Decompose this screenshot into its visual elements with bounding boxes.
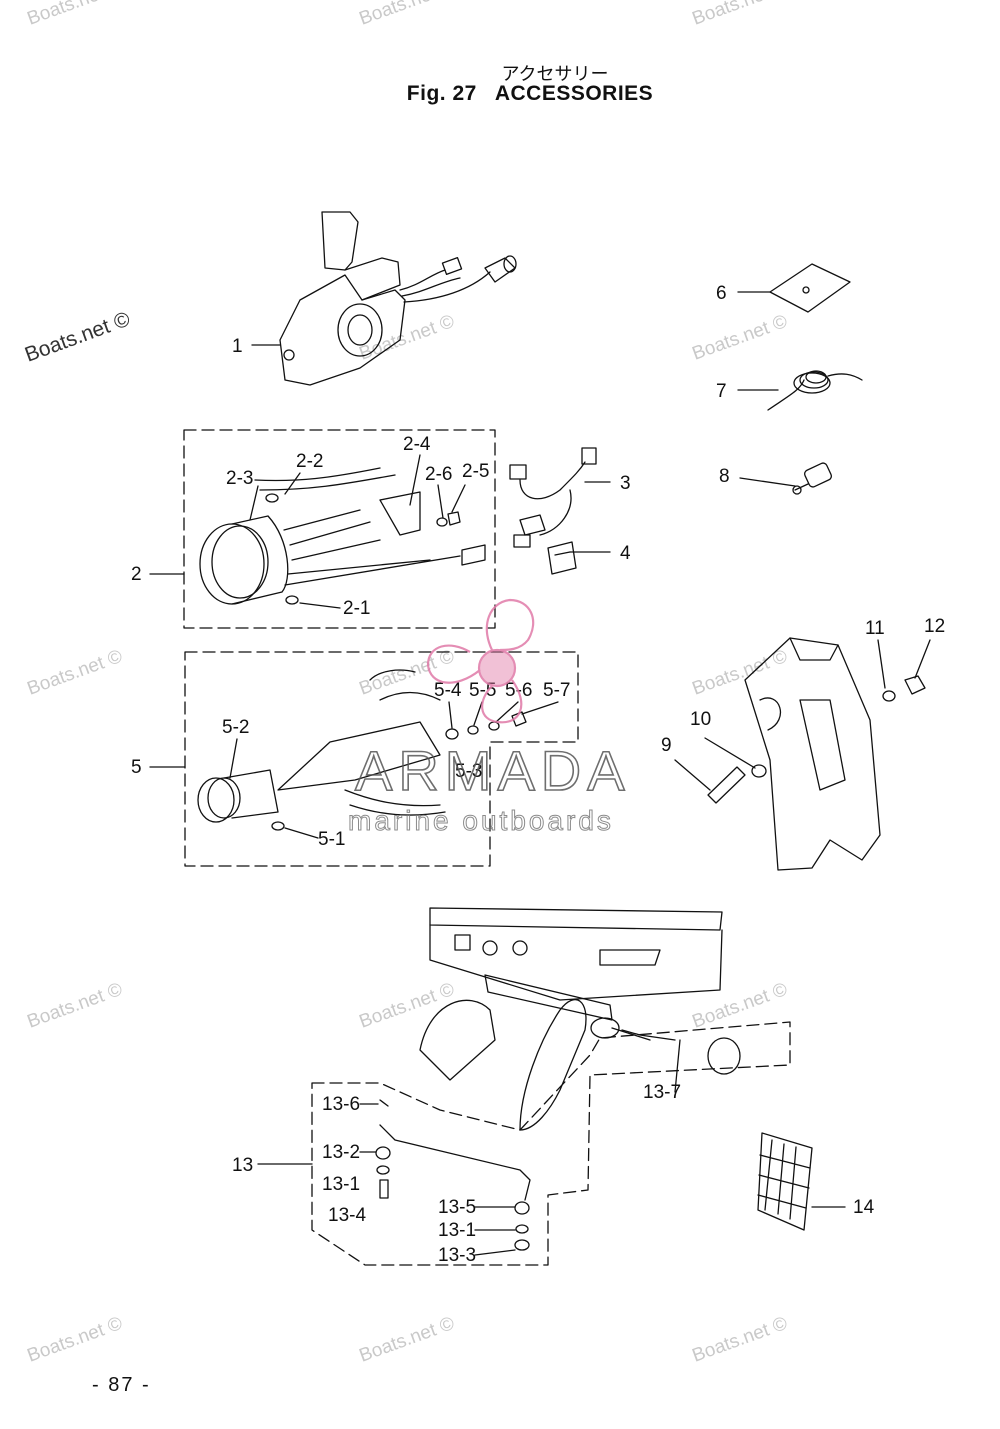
- callout-13-4: 13-4: [328, 1205, 366, 1226]
- callout-2-3: 2-3: [226, 468, 253, 489]
- watermark-boats: Boats.net ©: [690, 0, 791, 30]
- watermark-boats: Boats.net ©: [690, 646, 791, 700]
- hour-meter-kit: [197, 669, 527, 831]
- tachometer-kit: [199, 467, 486, 605]
- callout-5-7: 5-7: [543, 680, 570, 701]
- callout-2-5: 2-5: [462, 461, 489, 482]
- caution-label-part-14: [757, 1132, 813, 1231]
- watermark-boats: Boats.net ©: [357, 1313, 458, 1367]
- figure-name: ACCESSORIES: [494, 82, 654, 105]
- callout-13-6: 13-6: [322, 1094, 360, 1115]
- callout-9: 9: [661, 735, 672, 756]
- callout-13-2: 13-2: [322, 1142, 360, 1163]
- callout-1: 1: [232, 336, 243, 357]
- callout-2-1: 2-1: [343, 598, 370, 619]
- watermark-boats: Boats.net ©: [357, 0, 458, 30]
- callout-10: 10: [690, 709, 711, 730]
- callout-labels: 1 2 2-1 2-2 2-3 2-4 2-5 2-6 3 4 5 5-1 5-…: [131, 283, 945, 1266]
- armada-logo-watermark: ARMADA marine outboards: [348, 598, 631, 837]
- figure-title-japanese: アクセサリー: [501, 64, 609, 84]
- part-7-coil-wire: [767, 370, 863, 411]
- watermark-grid: Boats.net © Boats.net © Boats.net © Boat…: [22, 0, 790, 1367]
- figure-number: Fig. 27: [406, 82, 477, 105]
- armada-logo-text: ARMADA: [355, 739, 631, 802]
- callout-13-7: 13-7: [643, 1082, 681, 1103]
- leader-lines: [149, 291, 931, 1256]
- watermark-boats: Boats.net ©: [357, 311, 458, 365]
- figure-title: Fig. 27 ACCESSORIES: [380, 82, 680, 106]
- callout-5-3: 5-3: [455, 761, 482, 782]
- watermark-boats: Boats.net ©: [25, 646, 126, 700]
- watermark-boats: Boats.net ©: [25, 1313, 126, 1367]
- callout-5-4: 5-4: [434, 680, 462, 701]
- callout-2-4: 2-4: [403, 434, 431, 455]
- callout-13-5: 13-5: [438, 1197, 476, 1218]
- watermark-boats: Boats.net ©: [690, 979, 791, 1033]
- callout-5: 5: [131, 757, 142, 778]
- callout-11: 11: [865, 618, 885, 639]
- clip-part-4: [547, 541, 577, 575]
- callout-6: 6: [716, 283, 727, 304]
- watermark-boats: Boats.net ©: [690, 1313, 791, 1367]
- harness-part-3: [509, 447, 597, 548]
- watermark-boats: Boats.net ©: [690, 311, 791, 365]
- callout-3: 3: [620, 473, 631, 494]
- part-8-fitting: [792, 462, 833, 495]
- part-6-plate: [769, 263, 851, 313]
- callout-2: 2: [131, 564, 142, 585]
- callout-7: 7: [716, 381, 727, 402]
- propeller-logo-icon: [426, 598, 535, 724]
- armada-logo-tagline: marine outboards: [348, 805, 614, 836]
- remote-control-box: [279, 211, 517, 386]
- callout-13-3: 13-3: [438, 1245, 476, 1266]
- callout-12: 12: [924, 616, 945, 637]
- watermark-boats: Boats.net ©: [25, 0, 126, 30]
- page-number: - 87 -: [92, 1374, 151, 1396]
- callout-5-1: 5-1: [318, 829, 345, 850]
- callout-13: 13: [232, 1155, 253, 1176]
- callout-5-2: 5-2: [222, 717, 249, 738]
- callout-8: 8: [719, 466, 730, 487]
- callout-13-1: 13-1: [322, 1174, 360, 1195]
- callout-13-1: 13-1: [438, 1220, 476, 1241]
- watermark-boats: Boats.net ©: [357, 979, 458, 1033]
- callout-14: 14: [853, 1197, 875, 1218]
- bracket-assembly: [707, 637, 926, 871]
- engine-linkage-assembly: [375, 907, 741, 1251]
- callout-2-2: 2-2: [296, 451, 323, 472]
- watermark-boats: Boats.net ©: [25, 979, 126, 1033]
- callout-4: 4: [620, 543, 631, 564]
- watermark-boats: Boats.net ©: [22, 307, 134, 366]
- callout-2-6: 2-6: [425, 464, 452, 485]
